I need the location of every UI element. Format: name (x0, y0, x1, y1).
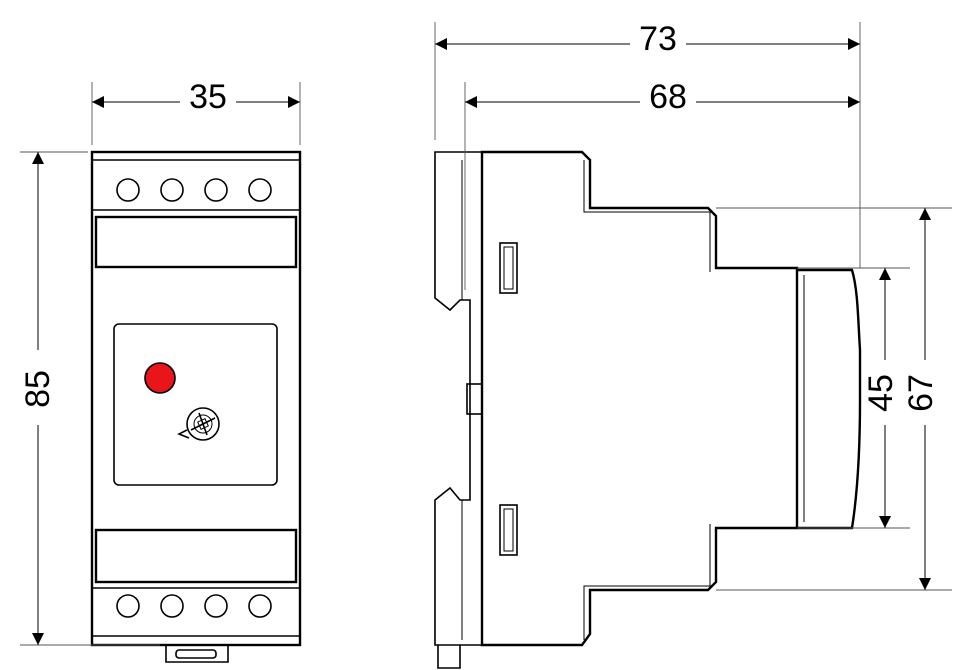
front-panel (113, 323, 278, 486)
din-clip-tab (165, 645, 229, 663)
terminal-screw-icon (160, 594, 184, 618)
side-latch (499, 504, 518, 556)
terminal-screw-icon (204, 594, 228, 618)
terminal-screw-icon (116, 594, 140, 618)
front-housing-outline (90, 150, 302, 647)
side-latch (499, 242, 518, 294)
bottom-terminal-block (92, 587, 300, 618)
side-housing-outline (480, 150, 799, 647)
bottom-label-window (94, 528, 298, 584)
led-indicator (144, 362, 176, 394)
front-cover-side (797, 268, 862, 530)
din-rail-clip-side (434, 151, 483, 646)
top-label-window (94, 215, 298, 269)
potentiometer-icon (177, 407, 220, 441)
dimension-overall-depth: 73 (639, 20, 677, 58)
dimension-body-depth: 68 (649, 78, 687, 116)
dimension-front-width: 35 (189, 78, 227, 116)
dimension-front-height: 85 (19, 370, 57, 408)
side-view: 73 68 45 67 (434, 20, 952, 669)
terminal-screw-icon (204, 178, 228, 202)
front-view: 35 85 (19, 78, 302, 663)
terminal-screw-icon (248, 594, 272, 618)
terminal-screw-icon (248, 178, 272, 202)
dimension-front-panel-height: 45 (862, 374, 900, 412)
dimension-middle-height: 67 (902, 374, 940, 412)
top-terminal-block (92, 178, 300, 211)
terminal-screw-icon (160, 178, 184, 202)
terminal-screw-icon (116, 178, 140, 202)
